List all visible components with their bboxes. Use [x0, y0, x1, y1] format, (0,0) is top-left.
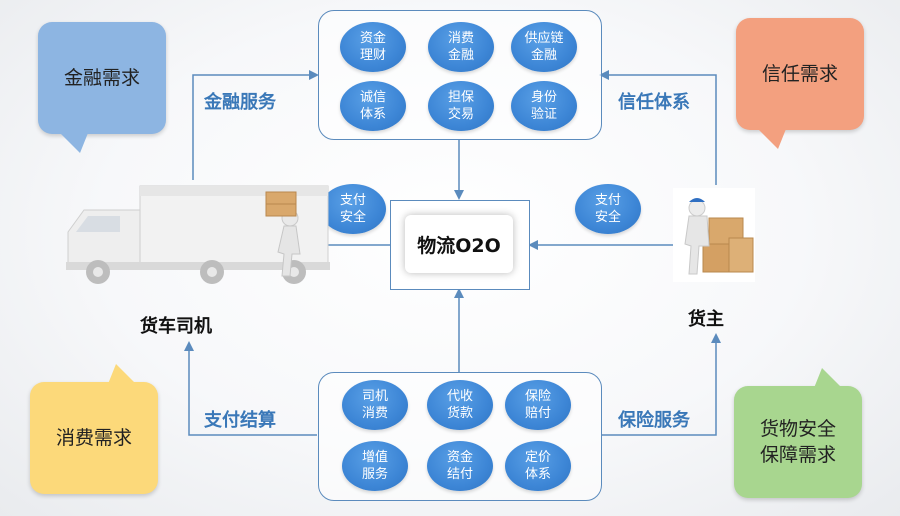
payment-settlement-label: 支付结算 — [204, 410, 276, 431]
finance-demand-callout: 金融需求 — [38, 22, 166, 134]
finance-demand-callout-tail — [60, 133, 88, 153]
finance-service-label: 金融服务 — [204, 92, 276, 113]
service-oval: 司机 消费 — [342, 380, 408, 430]
top-service-panel: 资金 理财 消费 金融 供应链 金融 诚信 体系 担保 交易 身份 验证 — [318, 10, 602, 140]
center-label: 物流O2O — [405, 215, 513, 273]
insurance-service-label: 保险服务 — [618, 410, 690, 431]
consumption-demand-callout: 消费需求 — [30, 382, 158, 494]
driver-label: 货车司机 — [140, 316, 212, 337]
payment-safety-left-oval: 支付 安全 — [320, 184, 386, 234]
service-oval: 担保 交易 — [428, 81, 494, 131]
truck-driver-illustration — [66, 185, 330, 284]
trust-system-connector — [599, 70, 717, 185]
consumption-demand-callout-tail — [108, 364, 136, 384]
service-oval: 诚信 体系 — [340, 81, 406, 131]
service-oval: 供应链 金融 — [511, 22, 577, 72]
finance-service-connector — [192, 70, 319, 180]
trust-demand-callout: 信任需求 — [736, 18, 864, 130]
center-node: 物流O2O — [390, 200, 530, 290]
service-oval: 身份 验证 — [511, 81, 577, 131]
cargo-safety-demand-callout: 货物安全 保障需求 — [734, 386, 862, 498]
service-oval: 保险 赔付 — [505, 380, 571, 430]
cargo-safety-demand-callout-tail — [814, 368, 842, 388]
service-oval: 代收 货款 — [427, 380, 493, 430]
trust-demand-callout-tail — [758, 129, 786, 149]
service-oval: 资金 结付 — [427, 441, 493, 491]
service-oval: 增值 服务 — [342, 441, 408, 491]
service-oval: 定价 体系 — [505, 441, 571, 491]
service-oval: 消费 金融 — [428, 22, 494, 72]
service-oval: 资金 理财 — [340, 22, 406, 72]
shipper-label: 货主 — [688, 309, 724, 330]
trust-system-label: 信任体系 — [618, 92, 690, 113]
bottom-service-panel: 司机 消费 代收 货款 保险 赔付 增值 服务 资金 结付 定价 体系 — [318, 372, 602, 501]
insurance-service-connector — [601, 333, 721, 436]
shipper-illustration — [673, 188, 755, 282]
payment-safety-right-oval: 支付 安全 — [575, 184, 641, 234]
payment-settlement-connector — [184, 341, 317, 436]
